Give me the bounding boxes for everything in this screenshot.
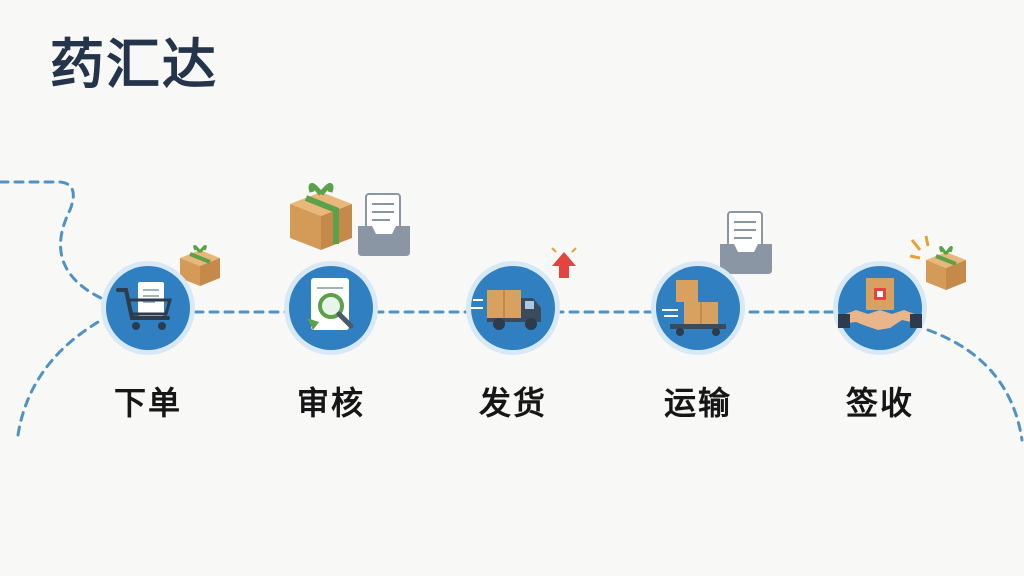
step-label-ship: 发货 <box>478 384 547 422</box>
step-ship[interactable]: 发货 <box>458 260 568 424</box>
upload-arrow-icon <box>551 247 577 278</box>
flow-line-top-left <box>0 180 107 302</box>
step-transport[interactable]: 运输 <box>643 260 753 424</box>
document-tray-icon-2 <box>720 211 772 274</box>
package-transport-icon <box>651 261 745 355</box>
gift-box-icon <box>180 245 220 286</box>
handshake-icon <box>833 261 927 355</box>
flow-line-right <box>926 328 1024 442</box>
large-gift-box-icon <box>290 183 352 250</box>
shopping-cart-icon <box>101 261 195 355</box>
step-label-receive: 签收 <box>845 384 914 422</box>
delivery-truck-icon <box>466 261 560 355</box>
step-order[interactable]: 下单 <box>93 260 203 424</box>
step-label-review: 审核 <box>296 384 365 422</box>
step-receive[interactable]: 签收 <box>825 260 935 424</box>
step-label-order: 下单 <box>113 384 182 422</box>
step-review[interactable]: 审核 <box>276 260 386 424</box>
document-tray-icon <box>358 193 410 256</box>
page-title: 药汇达 <box>50 33 218 96</box>
gift-box-sparkle-icon <box>909 235 966 290</box>
step-label-transport: 运输 <box>663 384 732 422</box>
flow-line-bottom-left <box>16 316 107 437</box>
document-search-icon <box>284 261 378 355</box>
